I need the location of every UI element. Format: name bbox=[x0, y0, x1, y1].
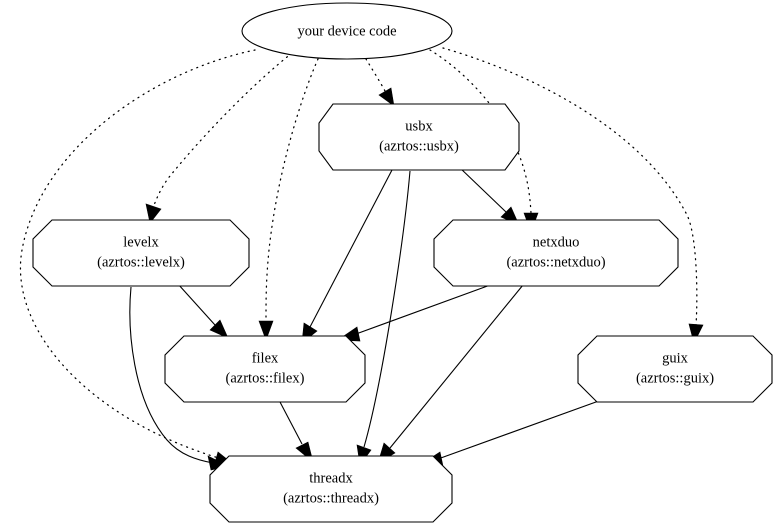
node-shape-ellipse bbox=[241, 2, 453, 60]
node-netxduo[interactable]: netxduo (azrtos::netxduo) bbox=[433, 219, 679, 287]
node-label-levelx-line2: (azrtos::levelx) bbox=[97, 254, 185, 270]
node-your-device-code[interactable]: your device code bbox=[241, 2, 453, 60]
edge-filex-to-threadx bbox=[279, 401, 314, 463]
edge-device-to-usbx bbox=[365, 58, 395, 107]
node-shape-octagon bbox=[433, 219, 679, 287]
edge-device-to-guix bbox=[442, 47, 704, 344]
edge-guix-to-threadx bbox=[419, 397, 608, 467]
node-label-threadx-line2: (azrtos::threadx) bbox=[283, 490, 379, 506]
edge-device-to-filex bbox=[258, 58, 319, 341]
node-shape-octagon bbox=[318, 103, 520, 171]
node-usbx[interactable]: usbx (azrtos::usbx) bbox=[318, 103, 520, 171]
node-shape-octagon bbox=[209, 455, 453, 523]
node-label-levelx-line1: levelx bbox=[123, 234, 159, 250]
node-label-guix-line1: guix bbox=[662, 350, 689, 366]
edge-usbx-to-netxduo bbox=[458, 166, 520, 226]
node-shape-octagon bbox=[577, 335, 773, 403]
node-label-netxduo-line1: netxduo bbox=[533, 234, 580, 250]
node-label-usbx-line2: (azrtos::usbx) bbox=[379, 138, 459, 154]
node-filex[interactable]: filex (azrtos::filex) bbox=[164, 335, 366, 403]
edge-netxduo-to-filex bbox=[337, 283, 494, 342]
node-label-usbx-line1: usbx bbox=[405, 118, 433, 134]
node-levelx[interactable]: levelx (azrtos::levelx) bbox=[32, 219, 250, 287]
node-label-filex-line2: (azrtos::filex) bbox=[226, 370, 305, 386]
node-label-netxduo-line2: (azrtos::netxduo) bbox=[506, 254, 605, 270]
edge-group-solid bbox=[129, 166, 608, 471]
node-label-filex-line1: filex bbox=[252, 350, 279, 366]
node-label-device-line1: your device code bbox=[297, 23, 396, 39]
node-threadx[interactable]: threadx (azrtos::threadx) bbox=[209, 455, 453, 523]
node-guix[interactable]: guix (azrtos::guix) bbox=[577, 335, 773, 403]
edge-levelx-to-filex bbox=[177, 283, 229, 339]
node-label-threadx-line1: threadx bbox=[309, 470, 353, 486]
node-label-guix-line2: (azrtos::guix) bbox=[636, 370, 714, 386]
edge-usbx-to-threadx bbox=[356, 170, 411, 466]
edge-usbx-to-filex bbox=[301, 169, 393, 344]
node-shape-octagon bbox=[32, 219, 250, 287]
node-shape-octagon bbox=[164, 335, 366, 403]
edge-device-to-levelx bbox=[145, 52, 293, 224]
